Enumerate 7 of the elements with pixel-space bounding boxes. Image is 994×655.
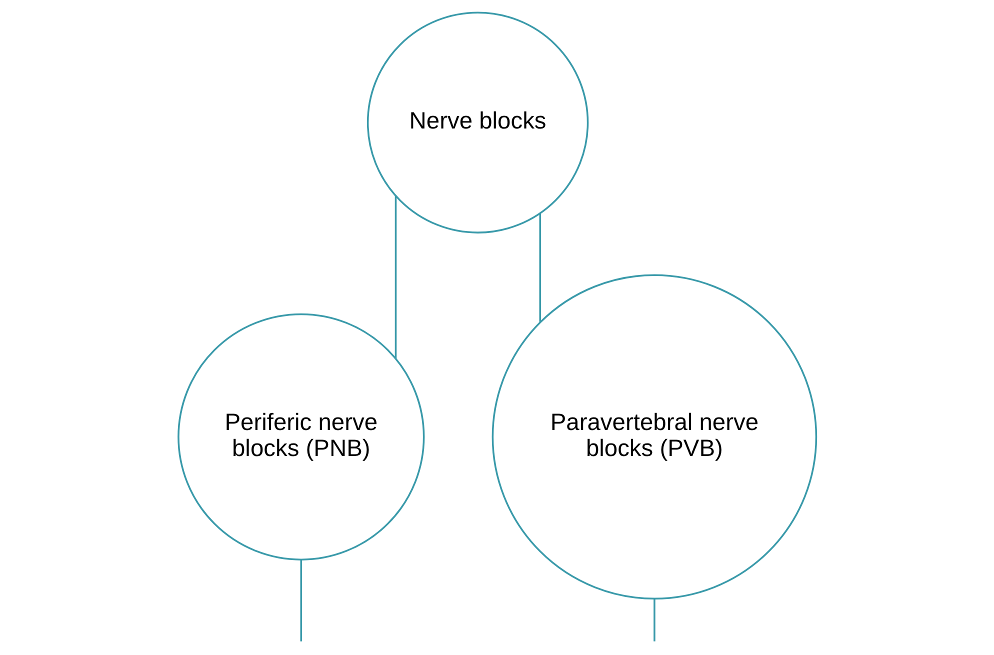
connector	[300, 560, 302, 642]
connector	[538, 213, 541, 322]
connector	[394, 196, 396, 360]
node-circle: Nerve blocks	[366, 12, 588, 234]
connector	[653, 598, 655, 642]
node-circle: Paravertebral nerve blocks (PVB)	[491, 274, 817, 600]
node-circle: Periferic nerve blocks (PNB)	[177, 313, 424, 560]
